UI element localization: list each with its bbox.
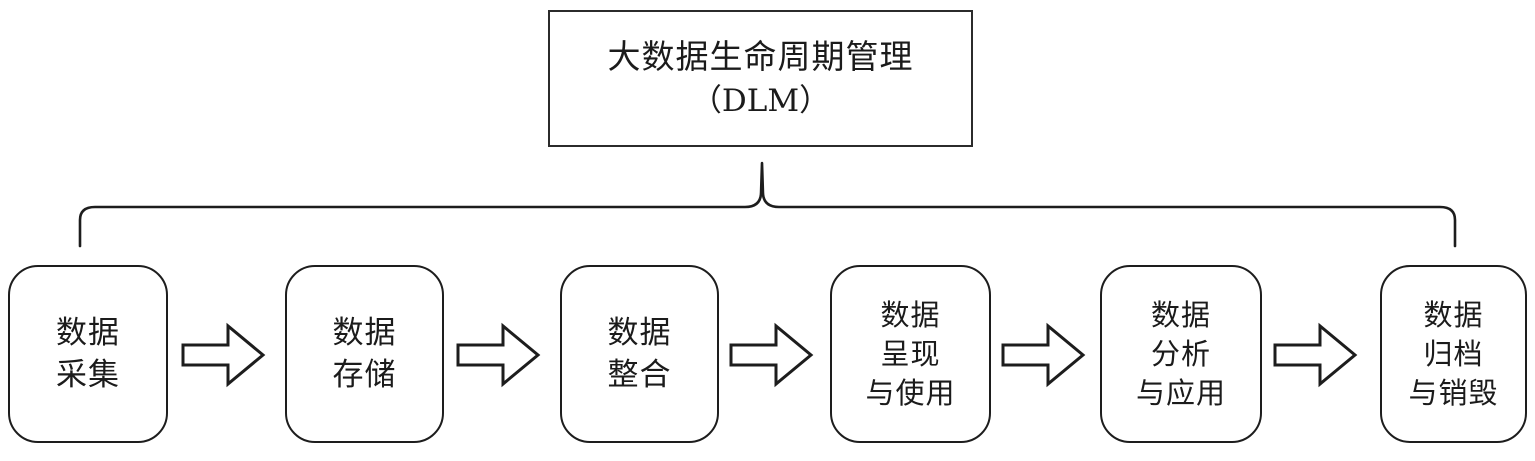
stage-node-data-storage[interactable]: 数据 存储 [285,265,444,443]
flow-arrow-right-icon [1000,322,1086,388]
stage-label-line: 数据 [1423,297,1484,332]
stage-label-line: 分析 [1150,336,1211,371]
stage-label-line: 数据 [332,315,397,351]
stage-node-data-analysis-and-application[interactable]: 数据 分析 与应用 [1100,265,1262,443]
stage-label-line: 归档 [1423,336,1484,371]
stage-label-line: 整合 [607,357,672,393]
stage-label-line: 存储 [332,357,397,393]
flow-arrow-right-icon [180,322,266,388]
flow-arrow-right-icon [1272,322,1358,388]
stage-node-data-integration[interactable]: 数据 整合 [560,265,719,443]
stage-node-data-collection[interactable]: 数据 采集 [8,265,168,443]
flow-arrow-right-icon [455,322,541,388]
stage-row: 数据 采集 数据 存储 数据 整合 [0,265,1535,445]
stage-label-line: 与销毁 [1408,375,1499,410]
stage-node-data-presentation-and-use[interactable]: 数据 呈现 与使用 [830,265,991,443]
flow-arrow-right-icon [728,322,814,388]
stage-label-line: 呈现 [880,336,941,371]
title-box: 大数据生命周期管理 （DLM） [548,10,973,147]
stage-label-line: 与应用 [1135,375,1226,410]
stage-label-line: 数据 [1150,297,1211,332]
stage-node-data-archive-and-destroy[interactable]: 数据 归档 与销毁 [1380,265,1527,443]
title-text-line-2: （DLM） [690,82,831,119]
stage-label-line: 数据 [607,315,672,351]
stage-label-line: 与使用 [865,375,956,410]
stage-label-line: 数据 [880,297,941,332]
title-text-line-1: 大数据生命周期管理 [607,36,914,76]
stage-label-line: 采集 [56,357,120,393]
stage-label-line: 数据 [56,315,120,351]
brace-path [78,161,1457,248]
